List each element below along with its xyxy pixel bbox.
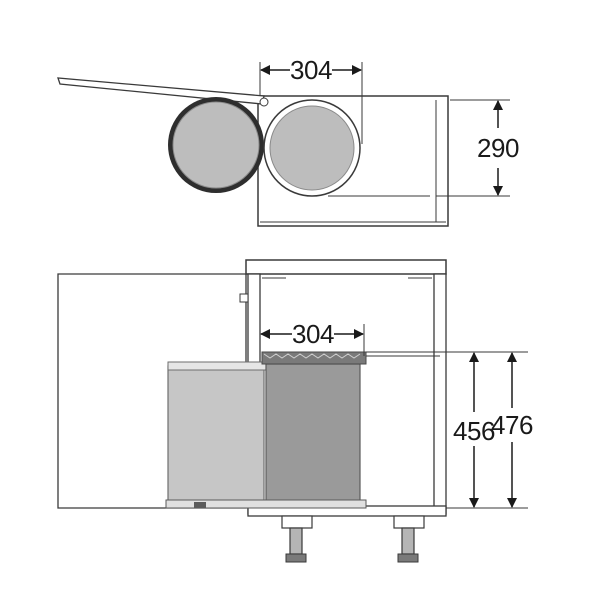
top-view: 304 290 <box>57 55 519 227</box>
front-view-base-rail <box>165 499 367 509</box>
top-width-label: 304 <box>290 55 332 85</box>
front-view-base-foot <box>194 502 206 508</box>
front-view-countertop <box>245 259 447 275</box>
front-view-bin-lid-texture <box>263 353 361 359</box>
top-depth-label: 290 <box>477 133 519 163</box>
front-view-bin-front-rim <box>167 361 267 371</box>
front-width-label: 304 <box>292 319 334 349</box>
front-view-hinge <box>239 293 249 303</box>
front-view-bin-body <box>265 363 361 503</box>
front-view-right-leg <box>393 515 425 563</box>
top-view-left-bin <box>172 101 260 189</box>
front-height-inner-label: 456 <box>453 416 495 446</box>
front-view-bin-front <box>167 365 265 503</box>
front-view-bin-lid <box>261 351 367 365</box>
front-height-outer-label: 476 <box>491 410 533 440</box>
front-view-left-leg <box>281 515 313 563</box>
front-view: 304 456 476 <box>57 259 533 563</box>
front-view-right-wall <box>433 273 447 515</box>
top-view-open-door <box>57 77 265 105</box>
top-view-hinge <box>259 97 269 107</box>
top-view-right-bin <box>269 105 355 191</box>
